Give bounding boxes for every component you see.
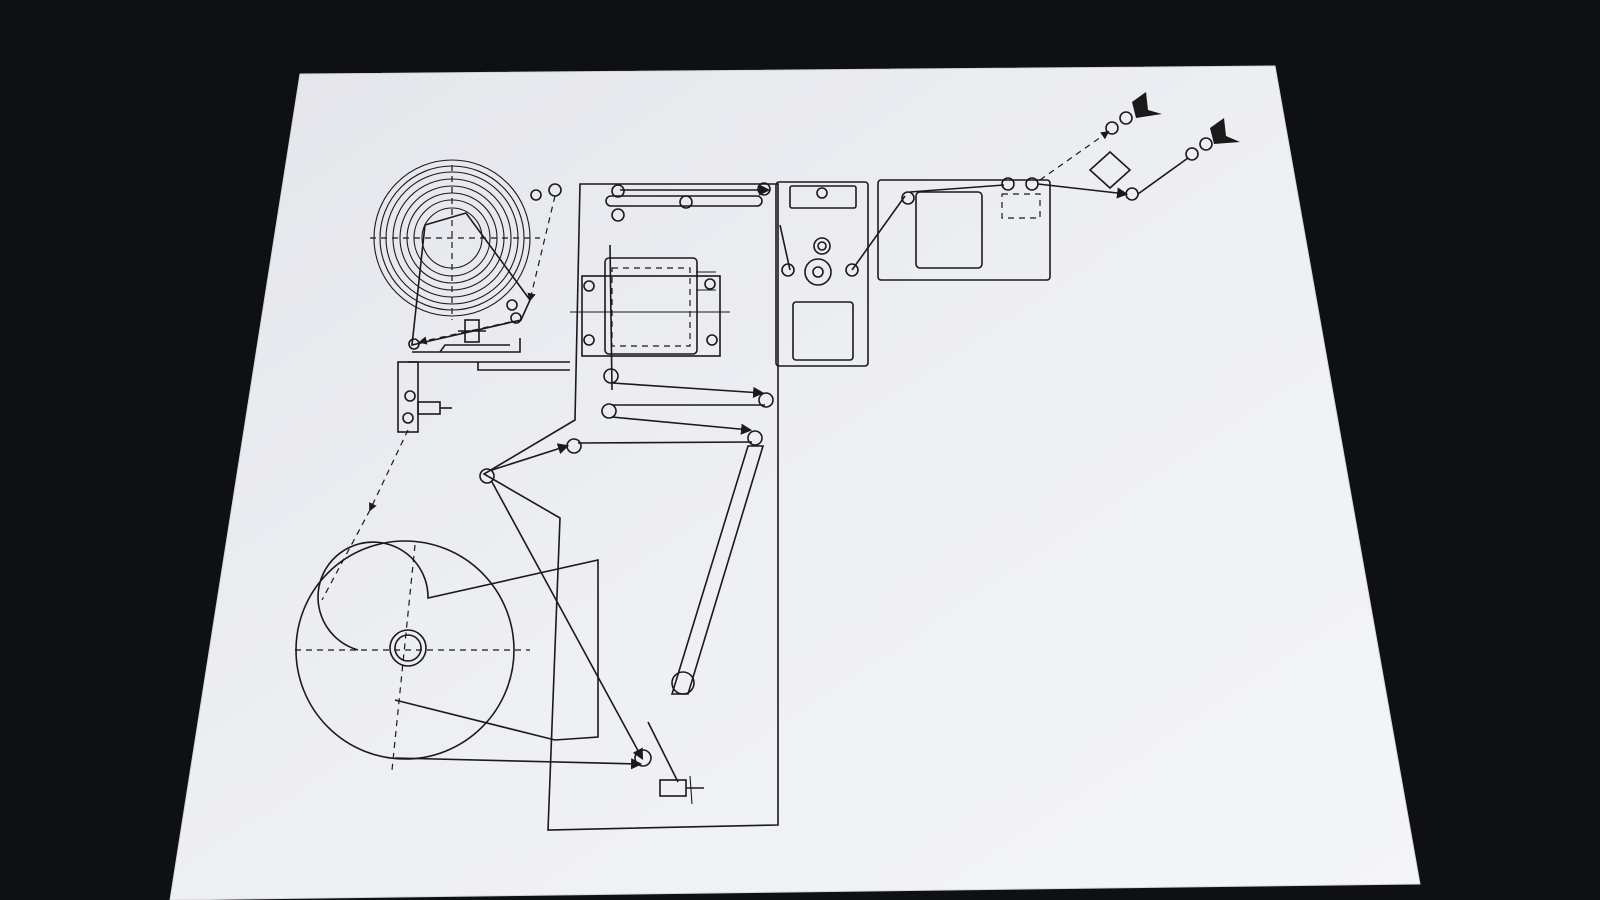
output-panel — [877, 177, 1051, 281]
accumulator-box — [570, 257, 730, 357]
dancer-arm-bracket — [321, 361, 452, 601]
exit-rollers — [1039, 92, 1240, 181]
main-frame-panel — [482, 182, 779, 831]
swing-arm — [670, 445, 765, 695]
supply-reel-spiral — [370, 159, 570, 371]
tension-sensor — [647, 721, 704, 805]
take-up-reel — [295, 540, 643, 771]
paper-sheet — [169, 65, 1421, 900]
cutter-head — [1037, 150, 1189, 201]
technical-drawing — [295, 92, 1240, 831]
idler-rollers — [479, 368, 774, 767]
